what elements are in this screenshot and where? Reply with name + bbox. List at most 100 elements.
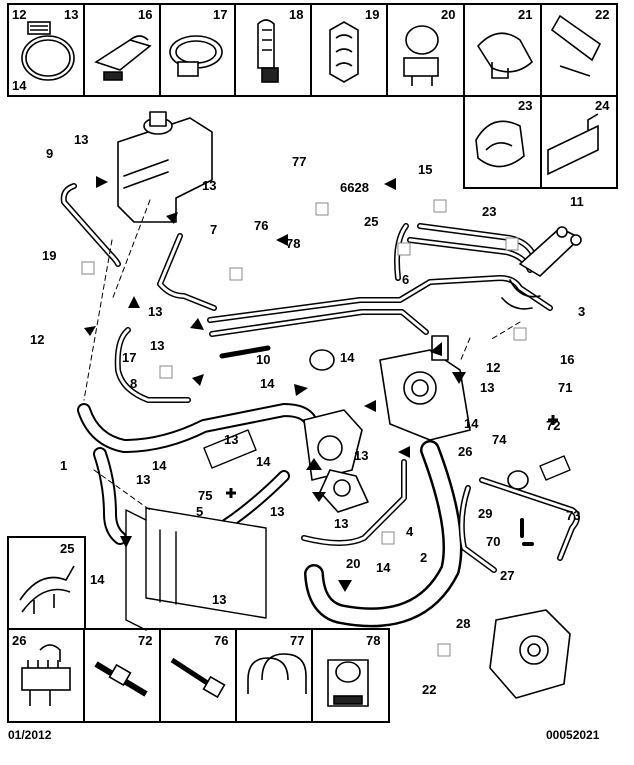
callout: 15 — [418, 162, 432, 177]
pump-housing — [379, 335, 471, 441]
callout: 14 — [260, 376, 275, 391]
cell-number: 26 — [12, 633, 26, 648]
callout: 77 — [292, 154, 306, 169]
callout: 71 — [558, 380, 572, 395]
callout: 13 — [136, 472, 150, 487]
callout: 13 — [74, 132, 88, 147]
hose-clamp-icon — [21, 21, 75, 81]
ring-clip-icon — [403, 25, 439, 86]
callout: 5 — [196, 504, 203, 519]
right-cells — [463, 95, 618, 189]
plus-markers — [226, 415, 558, 498]
thermostat-housing — [303, 409, 369, 513]
callout: 13 — [148, 304, 162, 319]
cell-number: 25 — [60, 541, 74, 556]
cell-number: 76 — [214, 633, 228, 648]
strap-clip-icon — [169, 35, 223, 77]
callout: 14 — [152, 458, 167, 473]
bent-plate-icon — [550, 14, 602, 77]
callout: 12 — [486, 360, 500, 375]
callout: 14 — [256, 454, 271, 469]
cell-number: 17 — [213, 7, 227, 22]
callout: 70 — [486, 534, 500, 549]
stud-bolt-icon — [94, 661, 148, 697]
cell-number: 13 — [64, 7, 78, 22]
callout: 6628 — [340, 180, 369, 195]
callout: 1 — [60, 458, 67, 473]
callout: 14 — [90, 572, 105, 587]
callout: 76 — [254, 218, 268, 233]
callout: 75 — [198, 488, 212, 503]
stand-clip-icon — [257, 19, 279, 83]
callout: 16 — [560, 352, 574, 367]
main-diagram — [60, 111, 582, 699]
callout: 14 — [340, 350, 355, 365]
lower-housing — [489, 609, 571, 699]
callout: 26 — [458, 444, 472, 459]
callout: 7 — [210, 222, 217, 237]
callout: 14 — [376, 560, 391, 575]
callout-labels: 1 2 3 4 5 6 7 8 9 10 11 12 12 13 13 13 1… — [30, 132, 585, 697]
reference-squares — [81, 199, 527, 657]
cell-number: 77 — [290, 633, 304, 648]
date-code: 01/2012 — [8, 728, 52, 742]
top-row-cells — [7, 3, 618, 97]
callout: 13 — [224, 432, 238, 447]
arrow-markers — [84, 176, 466, 592]
callout: 20 — [346, 556, 360, 571]
spring-clip-icon — [476, 32, 534, 79]
cell-number: 22 — [595, 7, 609, 22]
callout: 4 — [406, 524, 414, 539]
cell-number: 14 — [12, 78, 27, 93]
callout: 25 — [364, 214, 378, 229]
callout: 17 — [122, 350, 136, 365]
callout: 13 — [270, 504, 284, 519]
callout: 12 — [30, 332, 44, 347]
callout: 78 — [286, 236, 300, 251]
cell-number: 19 — [365, 7, 379, 22]
expansion-tank — [117, 111, 213, 223]
callout: 73 — [566, 508, 580, 523]
callout: 13 — [212, 592, 226, 607]
callout: 72 — [546, 418, 560, 433]
multi-clip-icon — [329, 21, 359, 83]
radiator — [125, 507, 267, 631]
callout: 13 — [354, 448, 368, 463]
callout: 8 — [130, 376, 137, 391]
figure-code: 00052021 — [546, 728, 600, 742]
callout: 3 — [578, 304, 585, 319]
callout: 13 — [480, 380, 494, 395]
pipe-clip-icon — [94, 35, 152, 81]
callout: 6 — [402, 272, 409, 287]
callout: 74 — [492, 432, 507, 447]
callout: 9 — [46, 146, 53, 161]
bracket-icon — [547, 113, 599, 176]
valve-block — [501, 226, 582, 310]
bottom-cells — [7, 628, 390, 723]
callout: 13 — [334, 516, 348, 531]
callout: 13 — [150, 338, 164, 353]
callout: 13 — [202, 178, 216, 193]
double-clip-icon — [247, 653, 307, 694]
cell-number: 20 — [441, 7, 455, 22]
callout: 10 — [256, 352, 270, 367]
callout: 28 — [456, 616, 470, 631]
callout: 11 — [570, 194, 584, 209]
cell-number: 24 — [595, 98, 610, 113]
cell-number: 16 — [138, 7, 152, 22]
round-clip-icon — [475, 120, 525, 168]
wire-bracket-icon — [19, 565, 75, 614]
clip-holder-icon — [327, 659, 369, 707]
connector-block-icon — [21, 644, 71, 706]
callout: 27 — [500, 568, 514, 583]
cell-number: 72 — [138, 633, 152, 648]
callout: 22 — [422, 682, 436, 697]
screw-icon — [170, 657, 226, 699]
callout: 14 — [464, 416, 479, 431]
cell-number: 23 — [518, 98, 532, 113]
cell-number: 12 — [12, 7, 26, 22]
callout: 19 — [42, 248, 56, 263]
callout: 23 — [482, 204, 496, 219]
callout: 2 — [420, 550, 427, 565]
